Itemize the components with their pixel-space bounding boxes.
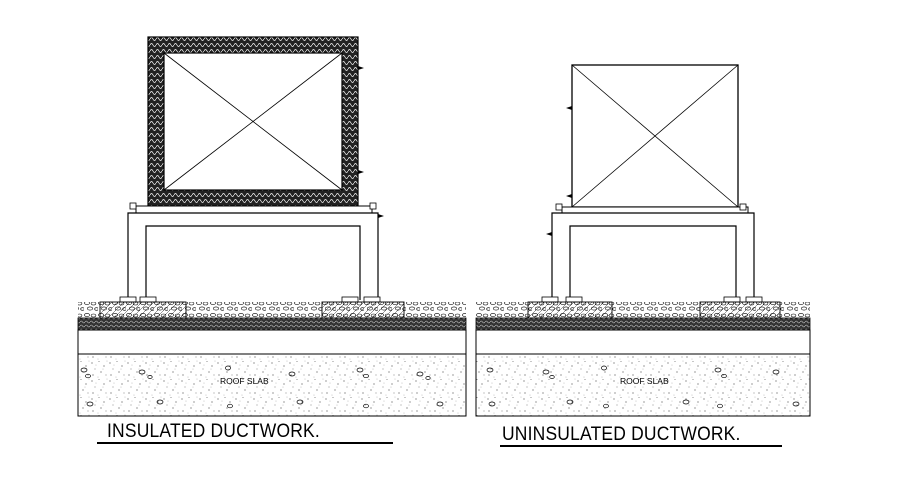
support-pad xyxy=(699,301,781,319)
aggregate-marks xyxy=(80,365,444,409)
base-plate xyxy=(119,296,137,303)
hanger-clip xyxy=(358,170,364,174)
support-frame-outer xyxy=(551,212,755,300)
title-underline xyxy=(500,445,782,447)
base-plate xyxy=(341,296,359,303)
aggregate-marks xyxy=(486,365,800,409)
base-plate xyxy=(363,296,381,303)
support-pad xyxy=(321,301,405,319)
base-plate xyxy=(541,296,559,303)
duct-cross-line xyxy=(163,52,343,191)
bolt xyxy=(555,203,563,211)
base-plate xyxy=(565,296,583,303)
roof-slab-label: ROOF SLAB xyxy=(220,376,269,386)
support-top-plate xyxy=(135,205,373,214)
base-plate xyxy=(723,296,741,303)
bolt xyxy=(739,203,747,211)
support-frame-inner xyxy=(569,225,737,300)
support-pad xyxy=(99,301,187,319)
duct-cross-line xyxy=(571,64,739,208)
uninsulated-detail xyxy=(475,64,811,417)
insulated-title: INSULATED DUCTWORK. xyxy=(107,421,320,442)
hanger-clip xyxy=(358,66,364,70)
support-frame-inner xyxy=(145,225,361,300)
waterproof-membrane xyxy=(77,317,467,331)
insulated-detail xyxy=(77,36,467,417)
base-plate xyxy=(745,296,763,303)
bolt xyxy=(369,202,377,210)
uninsulated-title: UNINSULATED DUCTWORK. xyxy=(502,424,741,445)
bracket-clip xyxy=(378,214,384,218)
roof-slab xyxy=(475,353,811,417)
roof-slab xyxy=(77,353,467,417)
hanger-clip xyxy=(566,106,572,110)
screed-layer xyxy=(475,329,811,355)
bracket-clip xyxy=(546,232,552,236)
waterproof-membrane xyxy=(475,317,811,331)
title-underline xyxy=(97,442,393,444)
base-plate xyxy=(139,296,157,303)
bolt xyxy=(129,202,137,210)
support-pad xyxy=(527,301,613,319)
support-top-plate xyxy=(561,206,749,214)
screed-layer xyxy=(77,329,467,355)
support-frame-outer xyxy=(127,212,379,300)
hanger-clip xyxy=(566,194,572,198)
roof-slab-label: ROOF SLAB xyxy=(620,376,669,386)
